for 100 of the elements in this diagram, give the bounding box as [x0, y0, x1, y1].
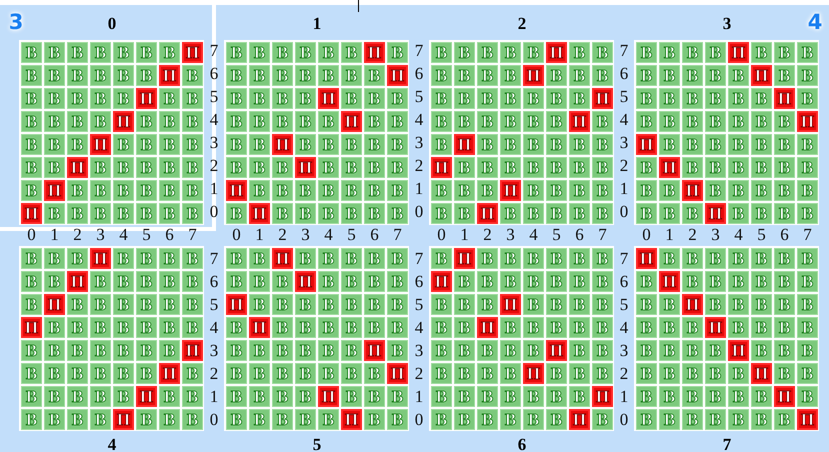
axis-number: 0: [641, 226, 652, 244]
board-square: В: [682, 386, 703, 407]
board-square: В: [477, 134, 498, 155]
board-square: В: [272, 42, 293, 63]
axis-number: 2: [618, 364, 630, 382]
board-square: П: [569, 409, 590, 430]
board-square: В: [387, 248, 408, 269]
axis-number: 2: [687, 226, 698, 244]
board-square: В: [523, 203, 544, 224]
board-square: В: [113, 203, 134, 224]
board-square: В: [364, 157, 385, 178]
board-square: В: [67, 340, 88, 361]
board-square: В: [636, 111, 657, 132]
board-square: В: [500, 134, 521, 155]
board-square: В: [226, 203, 247, 224]
board-square: В: [636, 180, 657, 201]
board-square: В: [159, 42, 180, 63]
axis-number: 7: [618, 250, 630, 268]
board-square: В: [454, 317, 475, 338]
board-square: В: [159, 386, 180, 407]
board-square: П: [751, 65, 772, 86]
board-square: В: [272, 157, 293, 178]
board-square: В: [751, 88, 772, 109]
axis-number: 0: [436, 226, 447, 244]
board-square: В: [431, 111, 452, 132]
board-square: В: [341, 248, 362, 269]
axis-number: 6: [618, 64, 630, 82]
board-square: П: [113, 111, 134, 132]
board-square: П: [90, 134, 111, 155]
corner-number: 4: [806, 10, 824, 34]
board-square: В: [136, 65, 157, 86]
board-square: В: [182, 317, 203, 338]
board-square: В: [226, 157, 247, 178]
axis-number: 5: [414, 88, 424, 106]
board-square: П: [523, 363, 544, 384]
board-square: В: [477, 294, 498, 315]
board-square: В: [523, 88, 544, 109]
board-square: В: [500, 363, 521, 384]
axis-number: 7: [597, 226, 608, 244]
board-square: В: [546, 386, 567, 407]
board-square: П: [21, 203, 42, 224]
board-square: В: [592, 180, 613, 201]
board-square: В: [477, 248, 498, 269]
board-square: П: [136, 88, 157, 109]
board-square: В: [636, 271, 657, 292]
board-square: П: [569, 111, 590, 132]
board-square: В: [21, 340, 42, 361]
board-square: В: [364, 294, 385, 315]
board-square: В: [136, 111, 157, 132]
board-square: П: [159, 363, 180, 384]
board-square: П: [182, 340, 203, 361]
board-square: В: [751, 134, 772, 155]
board-square: В: [295, 42, 316, 63]
board-square: В: [272, 180, 293, 201]
board-square: П: [500, 294, 521, 315]
board-square: В: [546, 317, 567, 338]
board-square: В: [113, 42, 134, 63]
board-square: В: [21, 248, 42, 269]
board-square: В: [728, 294, 749, 315]
board-square: В: [318, 409, 339, 430]
board-square: В: [431, 409, 452, 430]
board-square: В: [249, 363, 270, 384]
board-square: В: [272, 111, 293, 132]
axis-number: 2: [482, 226, 493, 244]
board-square: П: [705, 203, 726, 224]
board-square: В: [341, 88, 362, 109]
board-square: В: [477, 88, 498, 109]
board-square: В: [318, 111, 339, 132]
board-square: В: [500, 340, 521, 361]
board-square: В: [67, 317, 88, 338]
board-square: В: [387, 271, 408, 292]
board-square: В: [569, 180, 590, 201]
board-square: В: [705, 248, 726, 269]
board-square: В: [477, 111, 498, 132]
board-square: В: [431, 317, 452, 338]
board-square: В: [113, 157, 134, 178]
board-square: В: [318, 203, 339, 224]
board-square: В: [272, 294, 293, 315]
board-square: В: [159, 88, 180, 109]
axis-number: 0: [618, 410, 630, 428]
axis-number: 5: [208, 88, 220, 106]
board-square: В: [295, 386, 316, 407]
board-square: В: [159, 317, 180, 338]
board-square: В: [113, 88, 134, 109]
board-square: В: [477, 363, 498, 384]
board-square: В: [90, 42, 111, 63]
board-square: В: [67, 248, 88, 269]
board-square: В: [592, 42, 613, 63]
board-square: В: [249, 386, 270, 407]
board-square: В: [272, 363, 293, 384]
board-square: П: [592, 88, 613, 109]
board-square: В: [636, 88, 657, 109]
board-square: В: [682, 42, 703, 63]
board-square: В: [523, 134, 544, 155]
board-square: В: [341, 157, 362, 178]
board-square: В: [341, 294, 362, 315]
board-square: В: [454, 409, 475, 430]
board-square: В: [249, 134, 270, 155]
axis-number: 2: [414, 364, 424, 382]
board-panel: [19, 246, 205, 452]
